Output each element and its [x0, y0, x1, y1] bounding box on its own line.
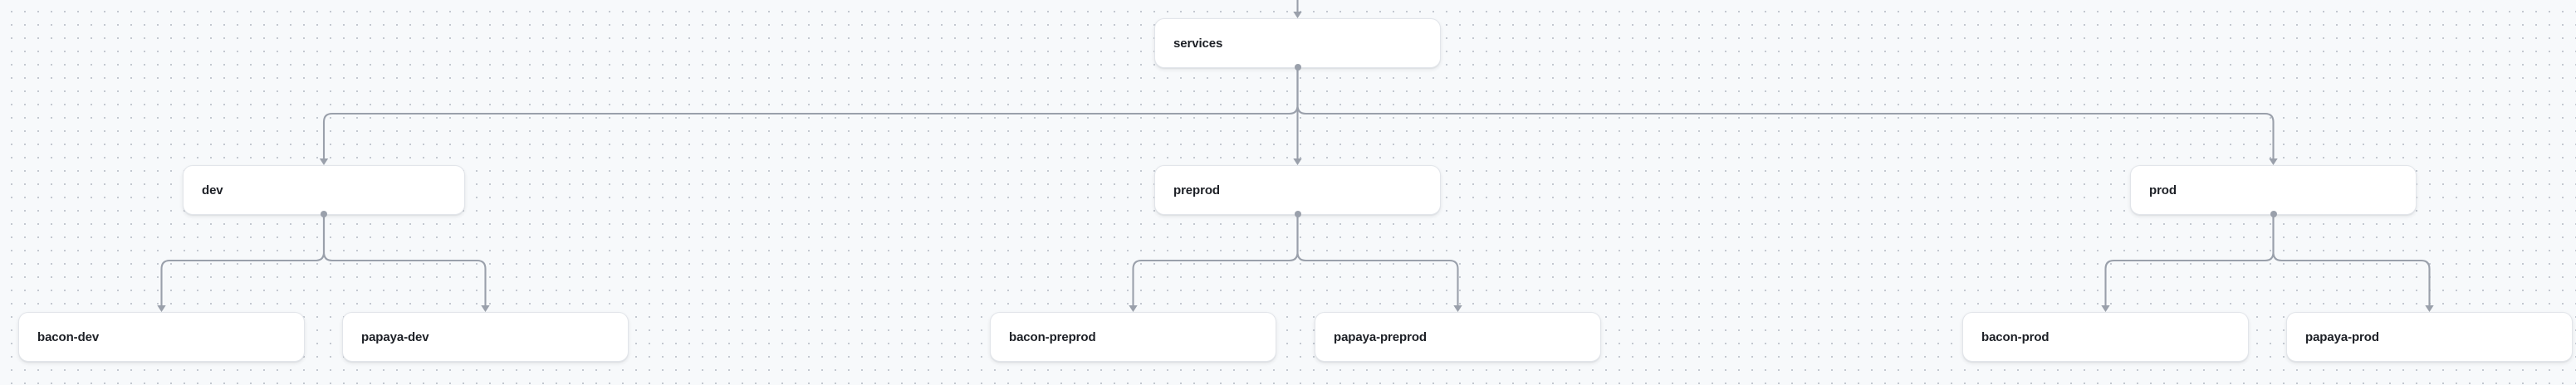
- node-papaya-preprod[interactable]: papaya-preprod: [1315, 312, 1601, 362]
- node-papaya-dev[interactable]: papaya-dev: [342, 312, 629, 362]
- node-services[interactable]: services: [1154, 18, 1441, 71]
- node-dev[interactable]: dev: [183, 165, 465, 217]
- node-label: bacon-dev: [37, 329, 100, 344]
- source-handle[interactable]: [321, 211, 327, 217]
- node-label: services: [1173, 36, 1223, 51]
- edge-services-child[interactable]: [1296, 68, 2275, 163]
- edge-arrowhead: [2101, 305, 2110, 312]
- source-handle[interactable]: [1294, 64, 1301, 71]
- edge-arrowhead: [157, 305, 166, 312]
- edge-arrowhead: [1293, 158, 1302, 165]
- edge-arrowhead: [1129, 305, 1138, 312]
- node-label: dev: [202, 183, 223, 197]
- node-label: bacon-preprod: [1009, 329, 1096, 344]
- edge-preprod-child[interactable]: [1296, 215, 1459, 310]
- node-bacon-dev[interactable]: bacon-dev: [18, 312, 305, 362]
- node-bacon-prod[interactable]: bacon-prod: [1962, 312, 2249, 362]
- node-label: preprod: [1173, 183, 1220, 197]
- node-label: papaya-preprod: [1334, 329, 1427, 344]
- node-label: prod: [2149, 183, 2177, 197]
- edge-arrowhead: [2425, 305, 2434, 312]
- source-handle[interactable]: [2270, 211, 2277, 217]
- edge-services-child[interactable]: [322, 68, 1299, 163]
- node-preprod[interactable]: preprod: [1154, 165, 1441, 217]
- edge-arrowhead: [481, 305, 490, 312]
- node-bacon-preprod[interactable]: bacon-preprod: [990, 312, 1276, 362]
- edge-prod-child[interactable]: [2104, 215, 2275, 310]
- edge-prod-child[interactable]: [2272, 215, 2431, 310]
- edge-preprod-child[interactable]: [1132, 215, 1299, 310]
- edge-arrowhead: [319, 158, 329, 165]
- edge-arrowhead: [1453, 305, 1462, 312]
- edge-arrowhead: [1293, 12, 1302, 18]
- node-label: papaya-prod: [2305, 329, 2379, 344]
- edge-dev-child[interactable]: [160, 215, 326, 310]
- source-handle[interactable]: [1294, 211, 1301, 217]
- node-label: papaya-dev: [361, 329, 429, 344]
- edge-dev-child[interactable]: [322, 215, 487, 310]
- edge-arrowhead: [2269, 158, 2278, 165]
- node-papaya-prod[interactable]: papaya-prod: [2286, 312, 2573, 362]
- node-prod[interactable]: prod: [2130, 165, 2417, 217]
- node-label: bacon-prod: [1981, 329, 2050, 344]
